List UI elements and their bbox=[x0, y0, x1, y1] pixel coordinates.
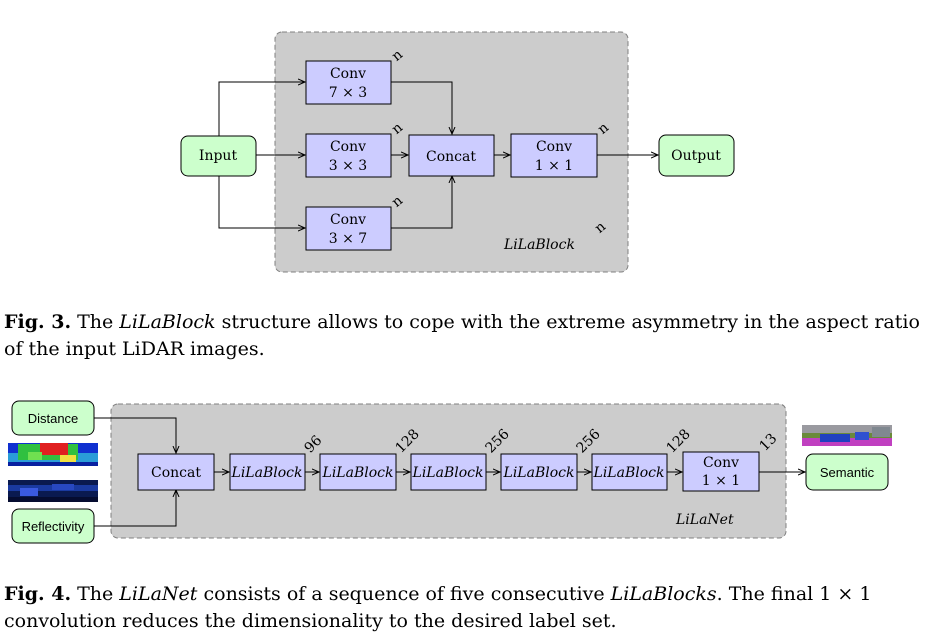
figure-3-caption-post: structure allows to cope with the extrem… bbox=[4, 311, 920, 360]
lilablock-node-2: LiLaBlock 128 bbox=[319, 426, 423, 491]
svg-text:Conv: Conv bbox=[330, 66, 366, 82]
figure-4-caption-pre: The bbox=[71, 583, 120, 605]
distance-node: Distance bbox=[11, 400, 95, 436]
figure-4-caption: Fig. 4. The LiLaNet consists of a sequen… bbox=[4, 581, 926, 635]
semantic-image-thumbnail bbox=[802, 425, 892, 446]
figure-3-caption: Fig. 3. The LiLaBlock structure allows t… bbox=[4, 309, 926, 363]
svg-text:Input: Input bbox=[199, 148, 238, 164]
svg-text:Output: Output bbox=[671, 148, 721, 164]
conv-3x3-node: Conv 3 × 3 n bbox=[305, 120, 406, 178]
svg-text:LiLaBlock: LiLaBlock bbox=[412, 465, 484, 481]
figure-3-edges bbox=[218, 82, 658, 228]
svg-text:LiLaBlock: LiLaBlock bbox=[231, 465, 303, 481]
conv-3x7-node: Conv 3 × 7 n bbox=[305, 193, 406, 251]
svg-text:Conv: Conv bbox=[536, 139, 572, 155]
svg-text:1 × 1: 1 × 1 bbox=[702, 473, 740, 489]
figure-4-caption-post: . The final 1 × 1 convolution reduces th… bbox=[4, 583, 872, 632]
distance-image-thumbnail bbox=[8, 443, 98, 466]
concat-node-fig4: Concat bbox=[137, 453, 215, 491]
lilablock-panel-label: LiLaBlock bbox=[503, 237, 575, 253]
concat-node: Concat bbox=[408, 134, 495, 177]
figure-4-diagram: LiLaNet Distance bbox=[8, 400, 892, 544]
svg-text:1 × 1: 1 × 1 bbox=[535, 158, 573, 174]
svg-text:7 × 3: 7 × 3 bbox=[329, 85, 367, 101]
lilanet-panel-label: LiLaNet bbox=[675, 512, 734, 528]
conv-7x3-node: Conv 7 × 3 n bbox=[305, 47, 406, 105]
reflectivity-node: Reflectivity bbox=[11, 508, 95, 544]
svg-text:LiLaBlock: LiLaBlock bbox=[503, 465, 575, 481]
input-node: Input bbox=[180, 135, 257, 177]
svg-text:Conv: Conv bbox=[330, 139, 366, 155]
svg-text:3 × 3: 3 × 3 bbox=[329, 158, 367, 174]
svg-text:Concat: Concat bbox=[151, 465, 201, 481]
figure-3-diagram: LiLaBlock n Input Conv 7 × 3 n bbox=[180, 31, 735, 273]
figure-4-caption-mid: consists of a sequence of five consecuti… bbox=[197, 583, 611, 605]
figure-4-caption-label: Fig. 4. bbox=[4, 583, 72, 605]
figure-4-caption-em2: LiLaBlocks bbox=[610, 583, 717, 605]
output-node: Output bbox=[658, 134, 735, 177]
svg-text:Semantic: Semantic bbox=[820, 465, 875, 480]
lilablock-node-4: LiLaBlock 256 bbox=[500, 426, 604, 491]
figure-3-caption-pre: The bbox=[71, 311, 120, 333]
svg-text:LiLaBlock: LiLaBlock bbox=[322, 465, 394, 481]
semantic-node: Semantic bbox=[805, 453, 889, 491]
svg-text:Conv: Conv bbox=[703, 455, 739, 471]
svg-text:Concat: Concat bbox=[426, 149, 476, 165]
conv-1x1-node-fig4: Conv 1 × 1 13 bbox=[682, 431, 780, 492]
svg-text:3 × 7: 3 × 7 bbox=[329, 231, 367, 247]
figure-3-caption-label: Fig. 3. bbox=[4, 311, 72, 333]
svg-text:LiLaBlock: LiLaBlock bbox=[593, 465, 665, 481]
svg-text:Conv: Conv bbox=[330, 212, 366, 228]
figure-4-edges bbox=[94, 417, 805, 527]
reflectivity-image-thumbnail bbox=[8, 480, 98, 502]
svg-text:Reflectivity: Reflectivity bbox=[22, 519, 85, 534]
conv-1x1-node: Conv 1 × 1 n bbox=[510, 120, 612, 178]
svg-text:Distance: Distance bbox=[28, 411, 79, 426]
figure-4-caption-em1: LiLaNet bbox=[119, 583, 198, 605]
figure-3-caption-em: LiLaBlock bbox=[119, 311, 216, 333]
